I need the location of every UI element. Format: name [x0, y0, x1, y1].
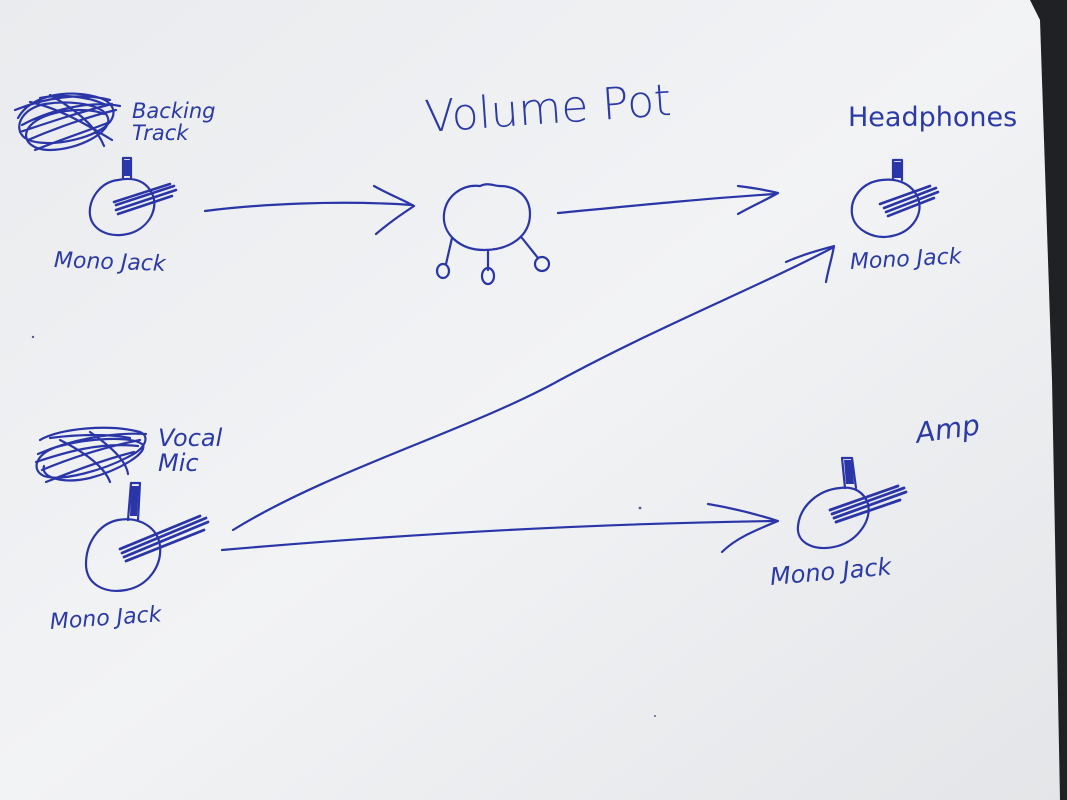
- arrow-mic-to-amp: [220, 502, 780, 554]
- vocal-mic-scribble: [34, 426, 148, 484]
- backing-track-title: Backing Track: [132, 99, 216, 146]
- arrow-backing-to-volume: [203, 184, 416, 236]
- volume-pot-icon: [435, 183, 551, 286]
- amp-jack-icon: [796, 456, 908, 550]
- arrow-mic-to-headphones: [231, 244, 836, 532]
- headphones-title: Headphones: [848, 102, 1018, 133]
- vocal-mic-jack-icon: [84, 481, 210, 592]
- headphones-jack-icon: [850, 158, 940, 238]
- vocal-mic-title: Vocal Mic: [158, 424, 223, 478]
- backing-track-jack-icon: [88, 156, 178, 237]
- headphones-jack-label: Mono Jack: [849, 244, 963, 275]
- backing-track-scribble: [13, 92, 122, 152]
- arrow-volume-to-headphones: [556, 184, 780, 216]
- backing-track-jack-label: Mono Jack: [53, 248, 167, 277]
- amp-title: Amp: [913, 408, 982, 450]
